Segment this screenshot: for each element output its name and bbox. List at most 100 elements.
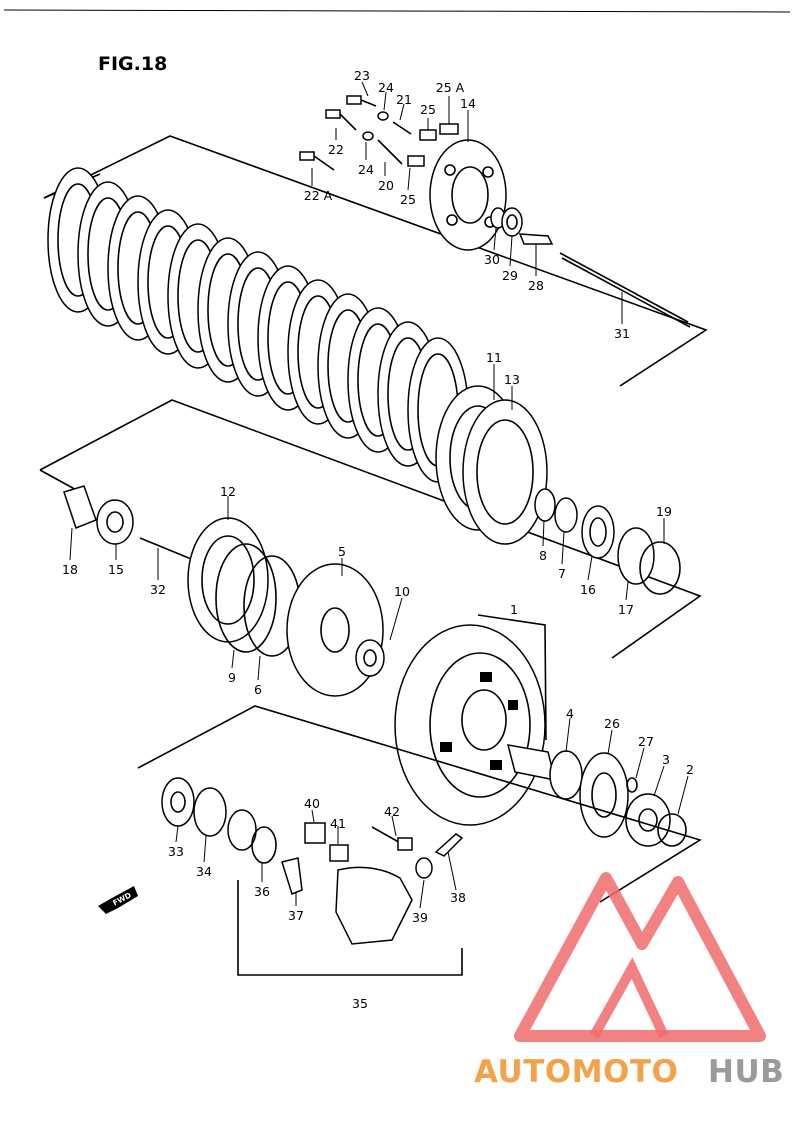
needle-bearing [549, 750, 583, 800]
page-border-top [3, 9, 791, 13]
damper-spring [440, 742, 452, 752]
callout-4 [565, 717, 571, 753]
clutch-hub-inner [589, 517, 607, 547]
part-label-14: 14 [460, 96, 476, 111]
callout-23 [361, 81, 369, 97]
callout-3 [653, 765, 665, 797]
part-label-26: 26 [604, 716, 620, 731]
callout-29 [509, 235, 513, 267]
part-label-23: 23 [354, 68, 370, 83]
callout-9 [231, 649, 235, 669]
spring [392, 121, 412, 135]
thrust-washer-hole [363, 649, 377, 667]
part-label-18: 18 [62, 562, 78, 577]
part-label-24b: 24 [358, 162, 374, 177]
part-label-29: 29 [502, 268, 518, 283]
washer-39 [415, 857, 433, 879]
part-label-24: 24 [378, 80, 394, 95]
spring-bolts [299, 95, 459, 171]
part-label-20: 20 [378, 178, 394, 193]
callout-7 [561, 531, 565, 565]
callout-6 [257, 655, 261, 681]
part-label-12: 12 [220, 484, 236, 499]
part-label-28: 28 [528, 278, 544, 293]
figure-title: FIG.18 [98, 53, 167, 75]
damper-spring [490, 760, 502, 770]
bolt-shank [339, 113, 357, 131]
bolt-head [346, 95, 362, 105]
gear-26 [579, 752, 629, 838]
callout-34 [203, 835, 207, 863]
callout-30 [493, 227, 497, 251]
part-label-6: 6 [254, 682, 262, 697]
bleeder-38 [434, 833, 464, 857]
clutch-plate-stack [47, 167, 469, 483]
fwd-arrow: FWD [98, 886, 138, 914]
group-frame-bottom [137, 705, 702, 903]
bearing-inner [506, 214, 518, 230]
bearing [501, 207, 523, 237]
pressure-plate [429, 139, 507, 251]
section-clutch-hub [39, 385, 702, 697]
part-label-15: 15 [108, 562, 124, 577]
callout-lines [69, 81, 689, 909]
part-label-8: 8 [539, 548, 547, 563]
callout-2 [677, 775, 689, 815]
pin-27 [626, 777, 638, 793]
pressure-plate-hub [451, 166, 489, 224]
circlip-ring [639, 541, 681, 595]
wave-spring [215, 543, 277, 653]
pressure-plate-boss [444, 164, 456, 176]
part-label-25: 25 [420, 102, 436, 117]
part-label-39: 39 [412, 910, 428, 925]
spring-seat [419, 129, 437, 141]
bolt-head [325, 109, 341, 119]
part-label-32: 32 [150, 582, 166, 597]
spring-washer [554, 497, 578, 533]
group-frame-middle [39, 399, 702, 659]
primary-driven-gear-hub [320, 607, 350, 653]
part-label-25b: 25 [400, 192, 416, 207]
part-label-11: 11 [486, 350, 502, 365]
callout-18 [69, 527, 73, 561]
part-label-1: 1 [510, 602, 518, 617]
part-label-2: 2 [686, 762, 694, 777]
part-label-34: 34 [196, 864, 212, 879]
fwd-arrow-icon [98, 886, 138, 914]
group-frame-top [43, 135, 708, 387]
bolt-shank [360, 99, 377, 107]
spring [377, 139, 403, 165]
part-label-21: 21 [396, 92, 412, 107]
clutch-hub [581, 505, 615, 559]
damper-spring [508, 700, 518, 710]
watermark-logo-icon [514, 872, 766, 1042]
part-label-41: 41 [330, 816, 346, 831]
washer [534, 488, 556, 522]
part-label-33: 33 [168, 844, 184, 859]
washer [377, 111, 389, 121]
washer-3-hole [638, 808, 658, 832]
part-label-42: 42 [384, 804, 400, 819]
hub-nut [617, 527, 655, 585]
watermark: AUTOMOTO HUB [474, 872, 784, 1090]
part-label-31: 31 [614, 326, 630, 341]
callout-26 [607, 729, 613, 755]
part-label-3: 3 [662, 752, 670, 767]
callout-17 [625, 581, 629, 601]
bolt-42-head [397, 837, 413, 851]
part-label-36: 36 [254, 884, 270, 899]
callout-8 [542, 519, 545, 547]
watermark-logo-inner-icon [589, 957, 669, 1039]
part-label-5: 5 [338, 544, 346, 559]
spring-37 [281, 857, 303, 895]
spring-seat [407, 155, 425, 167]
part-label-22: 22 [328, 142, 344, 157]
thrust-washer [355, 639, 385, 677]
callout-38 [447, 851, 457, 891]
callout-39 [419, 879, 425, 909]
callout-25b [407, 167, 411, 191]
bolt-shank [313, 155, 335, 171]
retainer-plate [63, 485, 97, 529]
clutch-housing-ring [429, 652, 531, 798]
